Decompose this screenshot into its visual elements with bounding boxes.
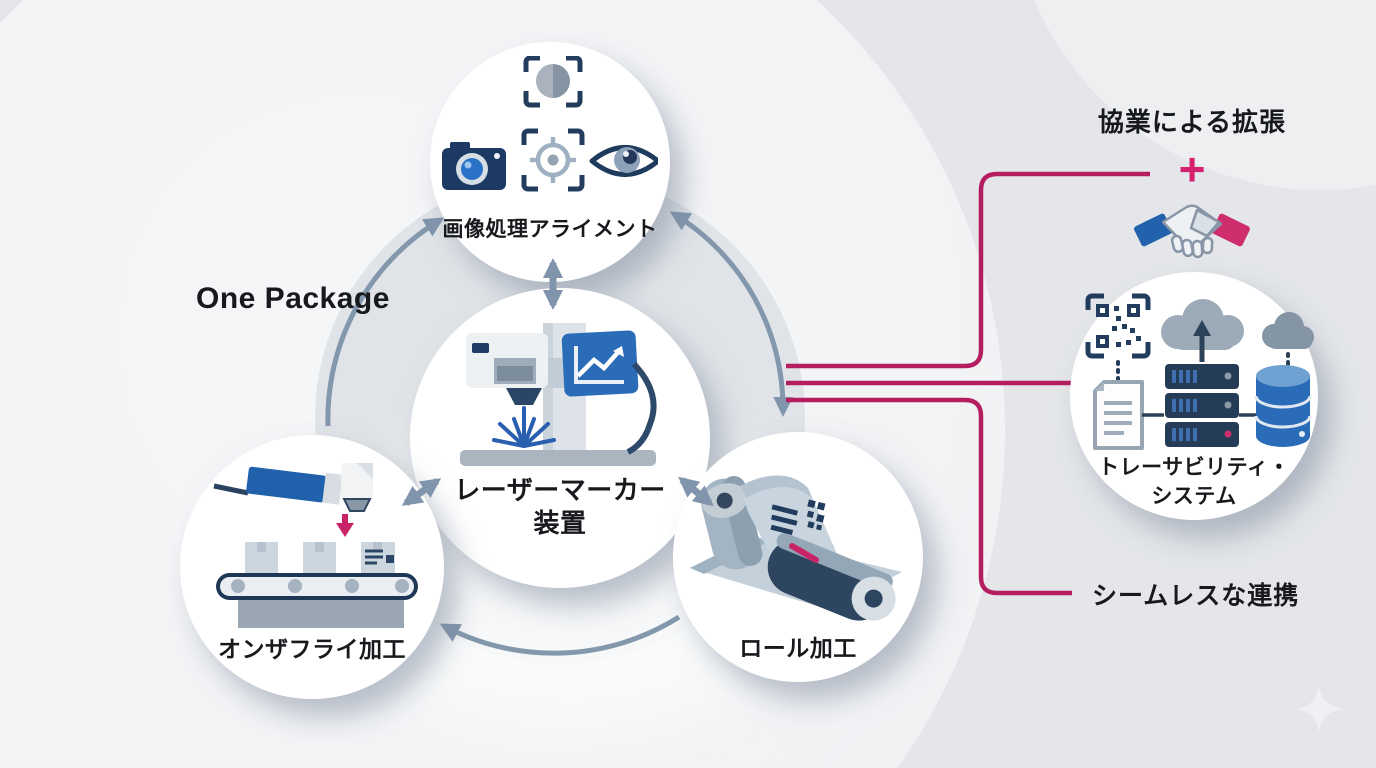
camera-icon — [442, 142, 506, 190]
sparkle-icon — [1296, 686, 1342, 732]
orbit-arrow-right — [669, 211, 794, 417]
connector-to-collaboration — [786, 171, 1150, 369]
cloud-small-icon — [1262, 312, 1314, 349]
node-roll-processing: ロール加工 — [673, 432, 923, 682]
roll-to-roll-icon — [690, 475, 902, 621]
qr-code-icon — [1085, 293, 1151, 384]
one-package-label: One Package — [196, 282, 390, 315]
marking-arrow-icon — [336, 514, 354, 537]
laser-head-icon — [213, 463, 373, 512]
orbit-arrow-left — [325, 217, 445, 427]
node-label-traceability-line1: トレーサビリティ・ — [1098, 456, 1290, 479]
node-label-traceability-line2: システム — [1151, 485, 1237, 508]
node-traceability: トレーサビリティ・ システム — [1070, 272, 1318, 520]
node-label-laser-marker-line2: 装置 — [533, 508, 587, 538]
server-icon — [1165, 364, 1239, 447]
cable-icon — [626, 361, 657, 455]
arrow-hub-roll-processing — [678, 476, 714, 507]
collaboration-label: 協業による拡張 — [1097, 107, 1287, 137]
node-label-laser-marker-line1: レーザーマーカー — [454, 475, 666, 505]
node-laser-marker: レーザーマーカー 装置 — [410, 288, 710, 588]
pink-connectors — [786, 171, 1150, 596]
seamless-label: シームレスな連携 — [1092, 582, 1300, 610]
box-marking-icon — [365, 549, 394, 565]
box-icon — [245, 542, 395, 573]
arrow-hub-on-the-fly — [401, 478, 442, 506]
orbit-arrow-bottom — [439, 614, 681, 656]
connector-to-seamless — [786, 397, 1072, 596]
crosshair-target-icon — [521, 128, 585, 192]
conveyor-belt-icon — [216, 573, 418, 628]
eye-icon — [589, 145, 658, 177]
bracket-circle-icon — [523, 56, 583, 108]
node-on-the-fly: オンザフライ加工 — [180, 435, 444, 699]
node-label-roll-processing: ロール加工 — [739, 635, 857, 661]
document-icon — [1093, 380, 1144, 450]
node-label-image-alignment: 画像処理アライメント — [442, 218, 658, 241]
laser-beam-icon — [492, 406, 556, 448]
node-image-alignment: 画像処理アライメント — [430, 42, 670, 282]
database-icon — [1254, 365, 1312, 447]
orbit-arrows — [325, 211, 794, 656]
handshake-icon — [1134, 204, 1250, 259]
cloud-icon — [1161, 299, 1314, 378]
plus-icon: + — [1178, 143, 1206, 195]
monitor-chart-icon — [561, 330, 639, 397]
laser-line-icon — [789, 543, 819, 563]
qr-mark-icon — [770, 499, 826, 535]
node-label-on-the-fly: オンザフライ加工 — [218, 636, 406, 662]
